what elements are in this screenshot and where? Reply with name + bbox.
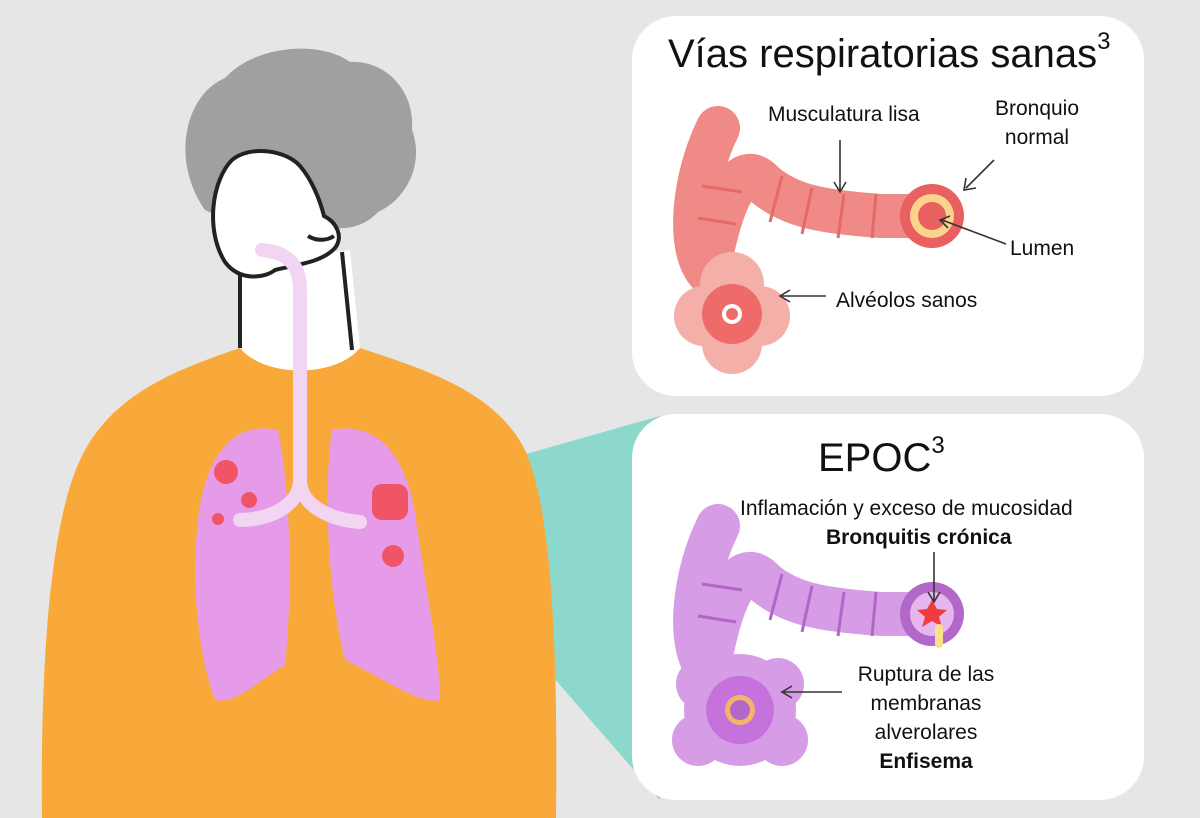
mouth-line	[306, 234, 336, 242]
mucus	[935, 624, 943, 648]
label-normal-bronchus: Bronquio normal	[994, 97, 1080, 149]
copd-panel: EPOC3 Inflamación y exceso de mucosidad …	[632, 414, 1144, 800]
label-smooth-muscle: Musculatura lisa	[768, 103, 920, 126]
healthy-bronchus-drawing	[673, 106, 1007, 374]
healthy-muscle-rings	[697, 175, 878, 239]
label-alveolar-rupture: Ruptura de las membranas alverolares Enf…	[836, 660, 1016, 776]
zoom-source-lesion	[372, 484, 408, 520]
neck-outline-right	[340, 251, 354, 351]
copd-muscle-rings	[697, 573, 878, 637]
copd-arrows	[780, 552, 941, 699]
label-lumen: Lumen	[1010, 237, 1075, 260]
copd-bronchus-tube	[673, 504, 952, 720]
inflamed-lumen	[917, 600, 947, 627]
face	[211, 149, 341, 279]
right-lung	[327, 428, 440, 701]
label-emphysema: Enfisema	[879, 750, 973, 773]
lesion-dot	[212, 513, 224, 525]
trachea	[233, 243, 367, 529]
label-healthy-alveoli: Alvéolos sanos	[836, 289, 978, 312]
label-inflammation: Inflamación y exceso de mucosidad	[740, 497, 1073, 520]
healthy-alveoli	[674, 252, 790, 374]
emphysema-alveoli	[672, 654, 808, 766]
lumen	[918, 202, 946, 230]
healthy-airways-panel: Vías respiratorias sanas3 Musculatura li…	[632, 16, 1144, 396]
left-lung	[195, 428, 290, 701]
copd-title: EPOC3	[818, 432, 945, 480]
lesion-dot	[241, 492, 257, 508]
healthy-arrows	[778, 140, 1007, 303]
lesion-dot	[214, 460, 238, 484]
lesion-dot	[382, 545, 404, 567]
healthy-title: Vías respiratorias sanas3	[668, 28, 1111, 76]
shirt	[41, 348, 557, 818]
label-chronic-bronchitis: Bronquitis crónica	[826, 526, 1012, 549]
copd-bronchus-drawing	[672, 504, 964, 766]
healthy-bronchus-tube	[673, 106, 952, 322]
